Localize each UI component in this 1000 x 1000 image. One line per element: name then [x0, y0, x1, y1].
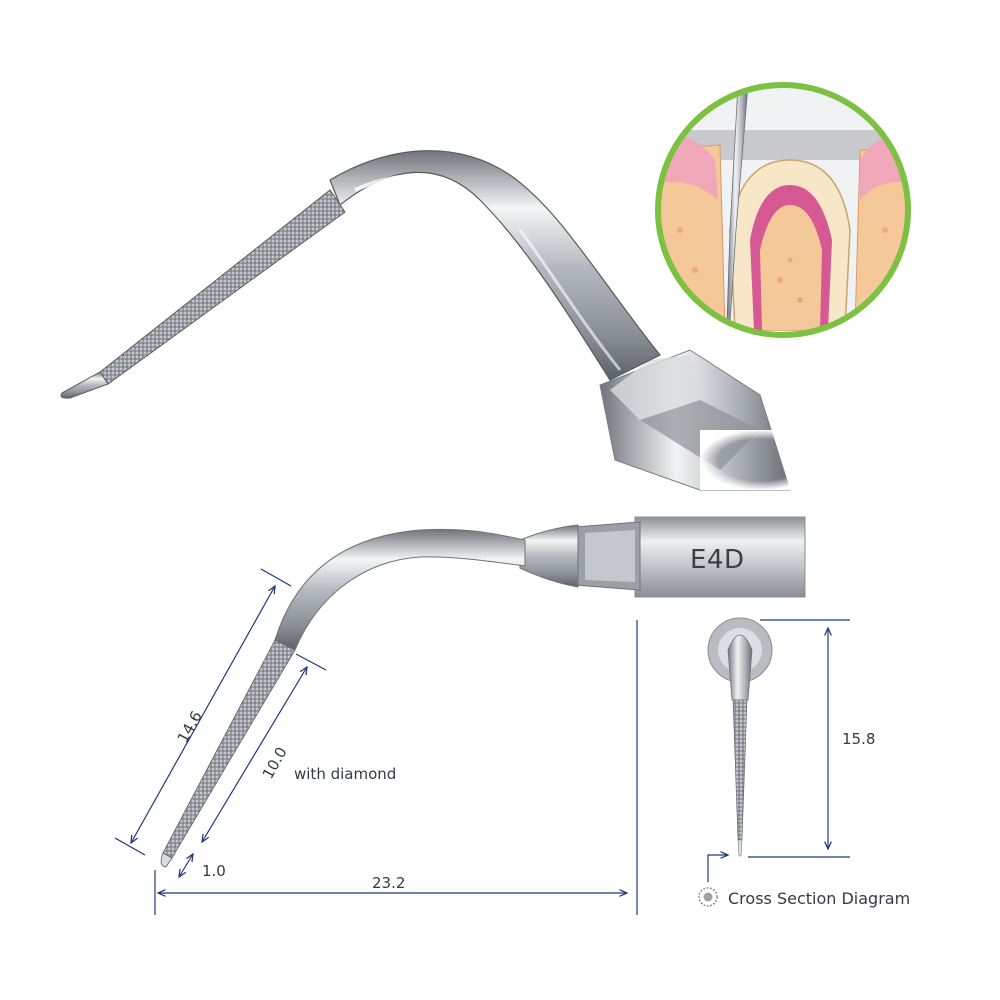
dim-1-0-label: 1.0 [202, 862, 226, 880]
diamond-note: with diamond [294, 765, 396, 783]
tip-closeup-illustration [60, 150, 820, 491]
clinical-use-inset [655, 82, 911, 338]
dim-10-0-ext-top [295, 653, 327, 671]
dim-1-0-line [179, 854, 193, 877]
dim-14-6-ext-top [260, 568, 292, 587]
cross-section-leader [707, 855, 728, 882]
dim-10-0-label: 10.0 [259, 744, 291, 782]
dim-23-2-label: 23.2 [372, 874, 405, 892]
dim-15-8-label: 15.8 [842, 730, 875, 748]
model-code: E4D [690, 545, 745, 575]
dim-10-0-line [202, 667, 307, 842]
cross-section-label: Cross Section Diagram [728, 889, 910, 908]
dotted-circle-icon [698, 887, 718, 907]
dim-14-6-label: 14.6 [174, 708, 206, 746]
dim-14-6-ext-bottom [114, 837, 146, 856]
front-view-illustration [707, 617, 773, 857]
